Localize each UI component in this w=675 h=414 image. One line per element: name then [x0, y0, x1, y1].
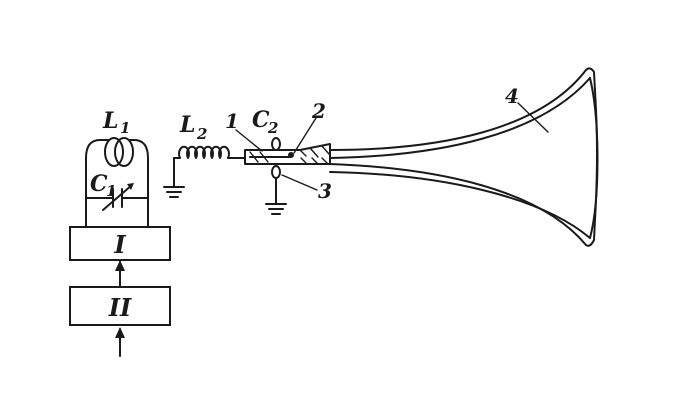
c2-subscript: 2	[267, 119, 278, 137]
part-1-label: 1	[225, 109, 239, 133]
block-i-label: I	[113, 230, 126, 259]
c2-label: C	[252, 107, 270, 133]
tank-circuit	[85, 137, 149, 228]
lower-electrode	[271, 165, 281, 179]
l2-subscript: 2	[196, 125, 207, 143]
c1-subscript: 1	[106, 182, 116, 200]
part-4-label: 4	[505, 84, 519, 108]
part-2-label: 2	[311, 99, 326, 123]
connecting-arrow	[115, 260, 125, 288]
l1-subscript: 1	[120, 119, 130, 137]
block-ii	[69, 286, 171, 326]
horn	[329, 67, 599, 247]
inductor-l1	[104, 137, 134, 167]
nozzle-assembly	[244, 137, 331, 179]
spark-electrode	[288, 152, 294, 158]
l2-label: L	[179, 112, 195, 138]
block-ii-label: II	[108, 293, 132, 322]
part-3-label: 3	[318, 179, 332, 203]
c1-label: C	[90, 171, 108, 197]
leader-4	[517, 102, 549, 133]
block-i	[69, 226, 171, 261]
leader-1	[235, 129, 263, 152]
leader-2	[293, 117, 317, 154]
upper-electrode	[271, 137, 281, 151]
ground-l2	[163, 157, 185, 198]
capacitor-c1	[102, 183, 134, 211]
l1-label: L	[102, 108, 118, 134]
input-arrow	[115, 327, 125, 357]
ground-c2	[265, 177, 287, 215]
inductor-l2	[173, 145, 246, 159]
leader-3	[281, 174, 318, 191]
